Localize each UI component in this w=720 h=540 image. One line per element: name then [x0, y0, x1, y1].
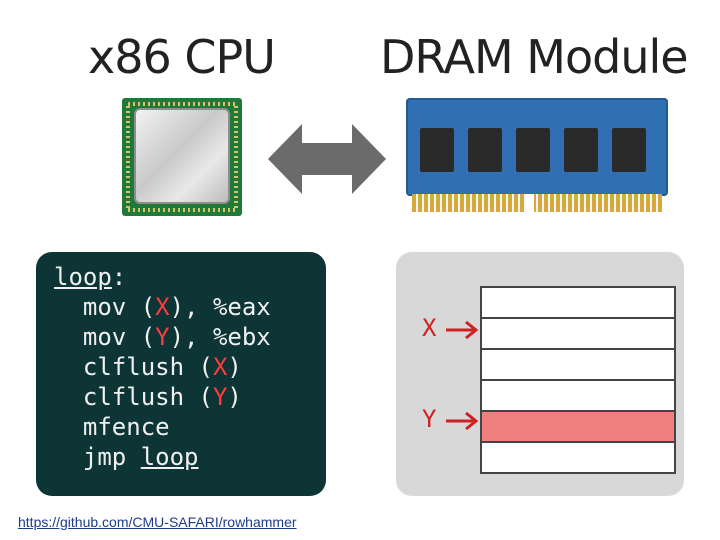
dram-pcb [406, 98, 668, 196]
code-line-label: loop: [54, 263, 127, 291]
code-line: mfence [82, 413, 170, 441]
row-x-label: X [422, 314, 437, 342]
cpu-pins-top [128, 102, 236, 106]
address-x: X [155, 293, 170, 321]
code-line: clflush (Y) [82, 383, 242, 411]
arrow-right-icon [446, 320, 479, 340]
cpu-pins-right [234, 106, 238, 208]
dram-module-image [406, 98, 668, 216]
loop-label: loop [54, 263, 112, 291]
cpu-title: x86 CPU [88, 30, 276, 84]
code-line: mov (Y), %ebx [82, 323, 271, 351]
cpu-heatspreader [134, 108, 230, 204]
address-x: X [212, 353, 228, 381]
row-y-label: Y [422, 405, 437, 433]
assembly-code: loop: mov (X), %eax mov (Y), %ebx clflus… [54, 262, 271, 472]
dram-title: DRAM Module [380, 30, 689, 84]
memory-row-hammered [480, 410, 676, 441]
memory-row [480, 441, 676, 474]
dram-chip [612, 128, 646, 172]
memory-rows [480, 286, 676, 474]
code-line: clflush (X) [82, 353, 242, 381]
memory-row [480, 286, 676, 317]
memory-row [480, 348, 676, 379]
dram-notch [526, 194, 534, 216]
dram-chip [468, 128, 502, 172]
memory-row [480, 379, 676, 410]
code-line: mov (X), %eax [82, 293, 271, 321]
cpu-pins-left [126, 106, 130, 208]
rowhammer-github-link[interactable]: https://github.com/CMU-SAFARI/rowhammer [18, 514, 297, 530]
code-line: jmp loop [82, 443, 199, 471]
address-y: Y [212, 383, 228, 411]
dram-chip [564, 128, 598, 172]
arrow-right-icon [446, 411, 479, 431]
cpu-pins-bottom [128, 208, 236, 212]
dram-chip [420, 128, 454, 172]
memory-row [480, 317, 676, 348]
bidirectional-arrow-icon [268, 124, 386, 194]
address-y: Y [155, 323, 170, 351]
dram-contacts [412, 194, 662, 212]
dram-chip [516, 128, 550, 172]
cpu-chip-image [122, 98, 242, 216]
code-panel [36, 252, 326, 496]
loop-target: loop [140, 443, 199, 471]
